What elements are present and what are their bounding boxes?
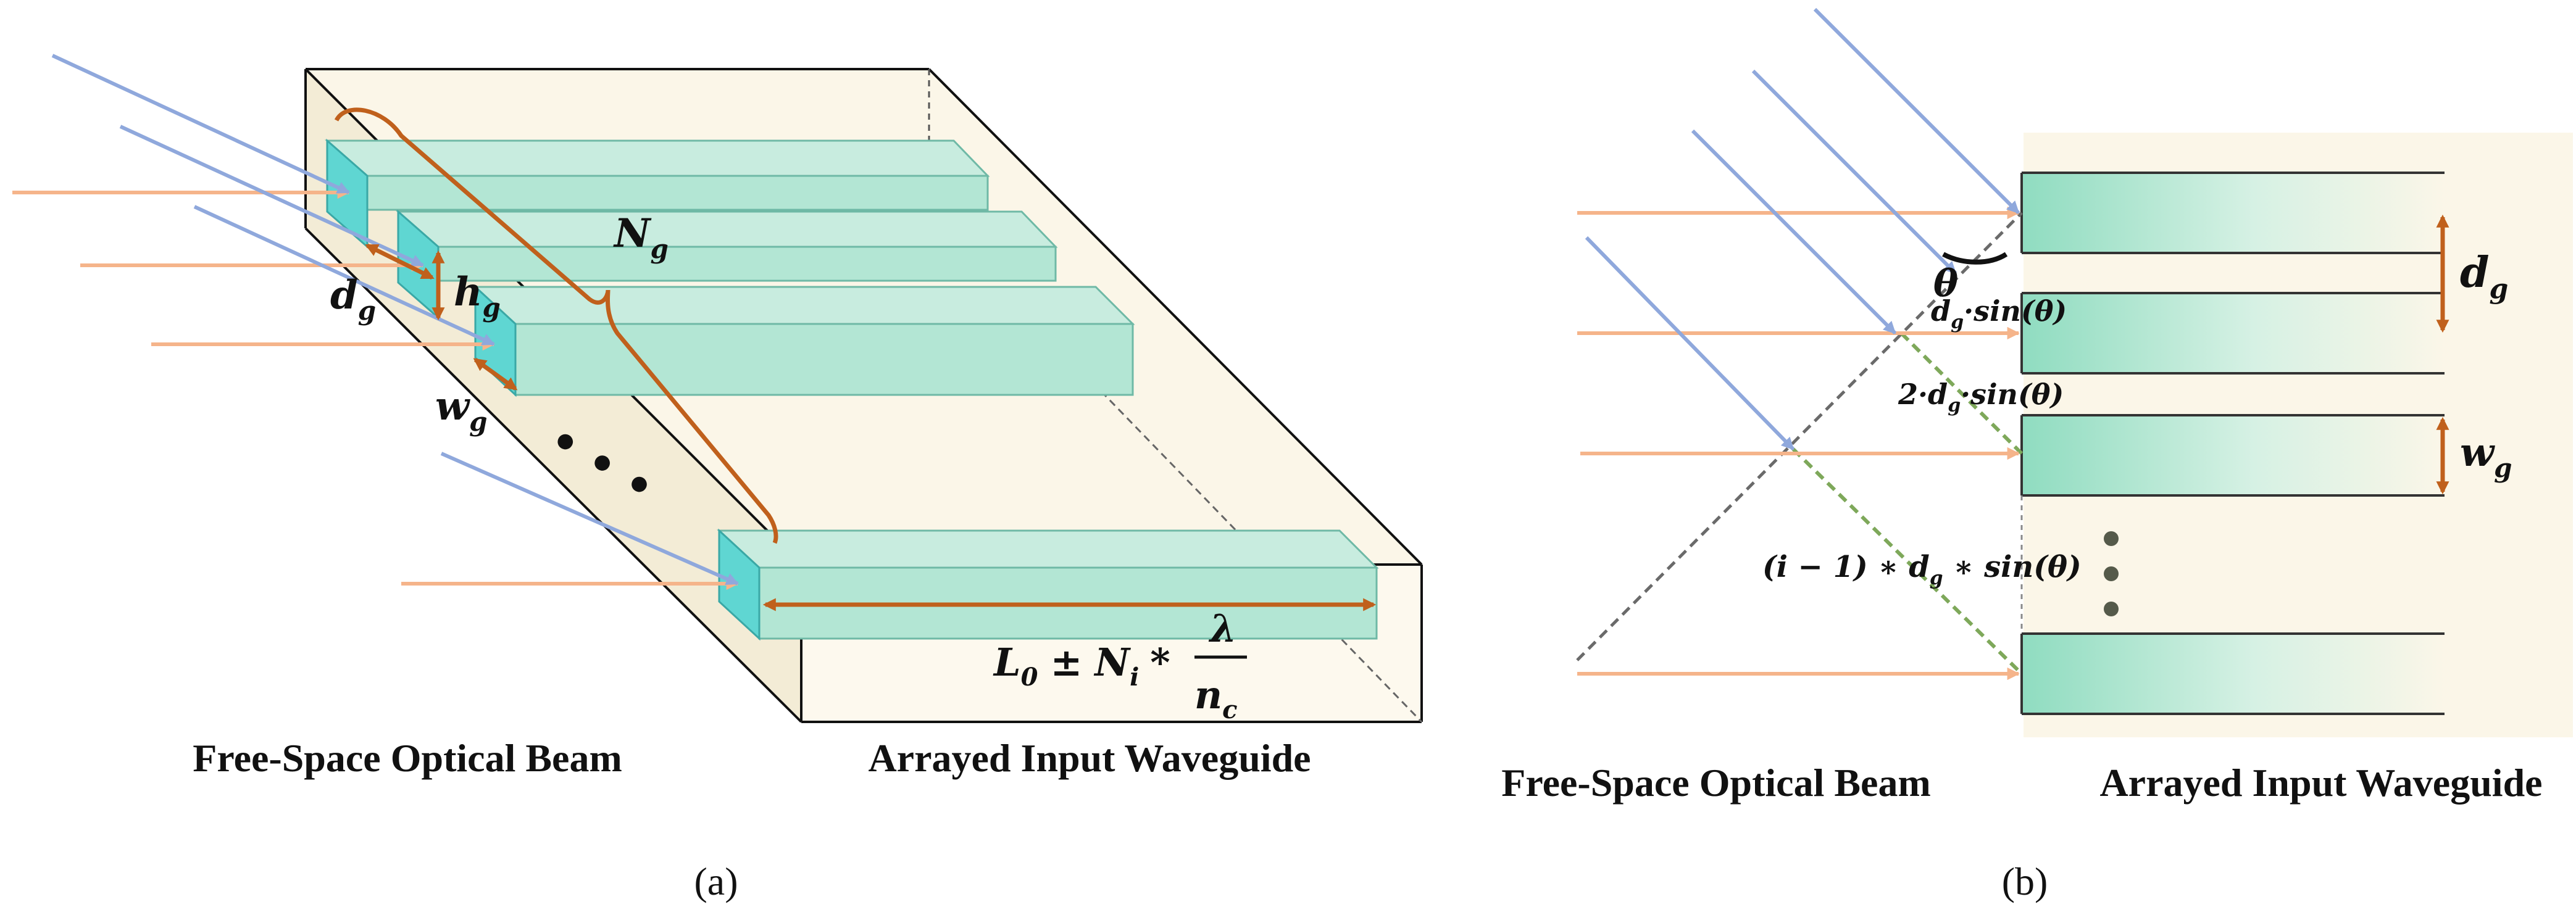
label-offset-3: (i − 1) ∗ dg ∗ sin(θ) bbox=[1762, 550, 2082, 589]
waveguide-b-2 bbox=[2022, 293, 2445, 373]
waveguide-a-2 bbox=[396, 209, 1058, 320]
waveguide-a-1 bbox=[325, 138, 990, 249]
waveguides-b bbox=[2020, 172, 2445, 715]
waveguide-a-3 bbox=[473, 284, 1135, 397]
label-wg: wg bbox=[435, 383, 487, 437]
label-hg: hg bbox=[454, 269, 501, 323]
vertical-ellipsis-b bbox=[2104, 531, 2119, 616]
theta-arc bbox=[1942, 252, 2008, 265]
label-dg-b: dg bbox=[2460, 248, 2508, 305]
svg-text:λ: λ bbox=[1208, 606, 1236, 651]
waveguide-b-4 bbox=[2022, 634, 2445, 714]
subcaption-a: (a) bbox=[694, 859, 738, 903]
waveguide-b-1 bbox=[2022, 173, 2445, 253]
waveguide-b-3 bbox=[2022, 415, 2445, 495]
subcaption-b: (b) bbox=[2002, 859, 2048, 903]
caption-b-left: Free-Space Optical Beam bbox=[1501, 761, 1931, 805]
caption-a-left: Free-Space Optical Beam bbox=[193, 736, 622, 780]
label-ng: Ng bbox=[613, 210, 669, 264]
waveguide-a-last bbox=[717, 528, 1379, 641]
blue-beams-b bbox=[1585, 7, 2020, 451]
caption-b-right: Arrayed Input Waveguide bbox=[2099, 761, 2542, 805]
svg-text:L0±Ni*: L0±Ni* bbox=[993, 640, 1170, 692]
dimension-arrows-a bbox=[365, 243, 1377, 611]
ng-brace bbox=[334, 107, 778, 544]
label-theta: θ bbox=[1933, 262, 1958, 305]
label-dg: dg bbox=[330, 272, 376, 326]
panel-b: θ dg·sin(θ) 2·dg·sin(θ) (i − 1) ∗ dg ∗ s… bbox=[1501, 7, 2573, 903]
path-difference-dashed-line bbox=[1899, 331, 2024, 455]
label-offset-2: 2·dg·sin(θ) bbox=[1898, 378, 2064, 416]
panel-a: Ng dg hg wg • • • L0±Ni* λ nc Free-Space… bbox=[12, 54, 1423, 903]
label-wg-b: wg bbox=[2460, 429, 2512, 483]
blue-beams-a bbox=[51, 54, 739, 586]
length-formula: L0±Ni* λ nc bbox=[993, 606, 1247, 724]
path-difference-dashed-line-2 bbox=[1791, 447, 2024, 676]
label-offset-1: dg·sin(θ) bbox=[1931, 294, 2067, 333]
wavefront-dashed-line bbox=[1576, 212, 2023, 661]
svg-text:nc: nc bbox=[1194, 673, 1237, 724]
caption-a-right: Arrayed Input Waveguide bbox=[868, 736, 1311, 780]
orange-beams-b bbox=[1577, 206, 2020, 681]
